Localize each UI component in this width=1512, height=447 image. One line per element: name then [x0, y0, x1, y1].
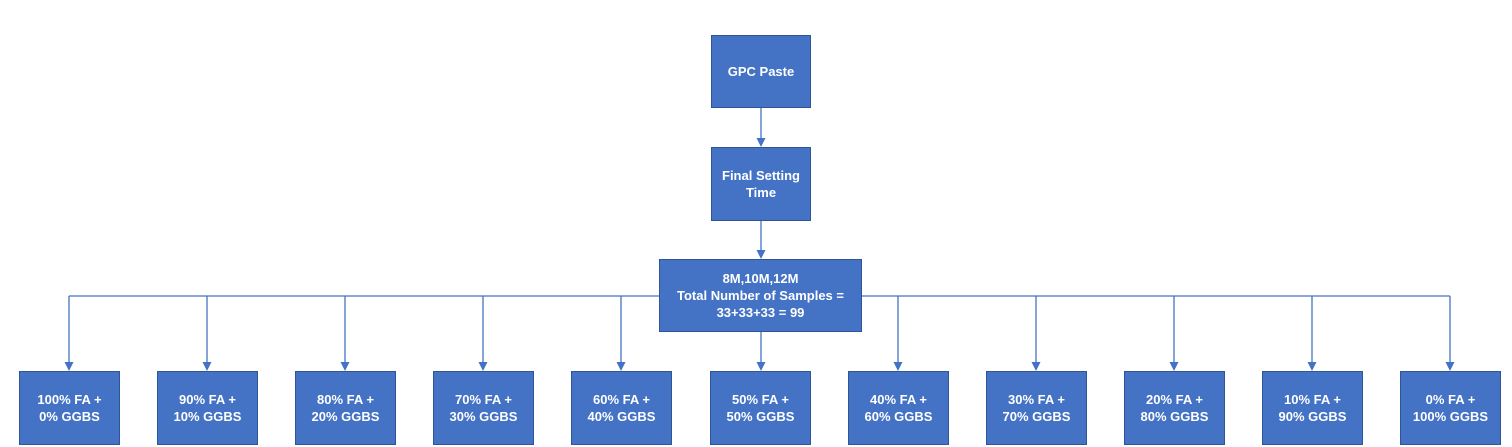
final-setting-time-box: Final Setting Time	[711, 147, 811, 221]
mix-label: 50% FA + 50% GGBS	[726, 392, 795, 424]
arrow-head	[893, 362, 903, 371]
arrow-head	[616, 362, 626, 371]
arrow-head	[756, 138, 766, 147]
final-setting-time-label: Final Setting Time	[722, 168, 800, 200]
mix-label: 10% FA + 90% GGBS	[1278, 392, 1347, 424]
mix-label: 0% FA + 100% GGBS	[1412, 392, 1489, 424]
mix-box-9: 20% FA + 80% GGBS	[1124, 371, 1225, 445]
mix-box-11: 0% FA + 100% GGBS	[1400, 371, 1501, 445]
arrow-head	[756, 250, 766, 259]
mix-label: 60% FA + 40% GGBS	[587, 392, 656, 424]
arrow-head	[64, 362, 74, 371]
mix-label: 40% FA + 60% GGBS	[864, 392, 933, 424]
mix-box-1: 100% FA + 0% GGBS	[19, 371, 120, 445]
arrow-head	[340, 362, 350, 371]
arrow-head	[1307, 362, 1317, 371]
arrow-head	[478, 362, 488, 371]
mix-label: 20% FA + 80% GGBS	[1140, 392, 1209, 424]
mix-box-8: 30% FA + 70% GGBS	[986, 371, 1087, 445]
mix-box-5: 60% FA + 40% GGBS	[571, 371, 672, 445]
mix-label: 100% FA + 0% GGBS	[37, 392, 102, 424]
gpc-paste-label: GPC Paste	[727, 64, 795, 79]
mix-label: 80% FA + 20% GGBS	[311, 392, 380, 424]
arrow-head	[756, 362, 766, 371]
samples-label: 8M,10M,12M Total Number of Samples = 33+…	[677, 271, 844, 320]
arrow-head	[1031, 362, 1041, 371]
arrow-head	[1169, 362, 1179, 371]
mix-label: 90% FA + 10% GGBS	[173, 392, 242, 424]
arrow-head	[202, 362, 212, 371]
samples-box: 8M,10M,12M Total Number of Samples = 33+…	[659, 259, 862, 332]
mix-box-6: 50% FA + 50% GGBS	[710, 371, 811, 445]
mix-label: 30% FA + 70% GGBS	[1002, 392, 1071, 424]
mix-box-4: 70% FA + 30% GGBS	[433, 371, 534, 445]
mix-box-2: 90% FA + 10% GGBS	[157, 371, 258, 445]
gpc-paste-box: GPC Paste	[711, 35, 811, 108]
mix-box-10: 10% FA + 90% GGBS	[1262, 371, 1363, 445]
arrow-head	[1445, 362, 1455, 371]
mix-box-7: 40% FA + 60% GGBS	[848, 371, 949, 445]
mix-box-3: 80% FA + 20% GGBS	[295, 371, 396, 445]
mix-label: 70% FA + 30% GGBS	[449, 392, 518, 424]
